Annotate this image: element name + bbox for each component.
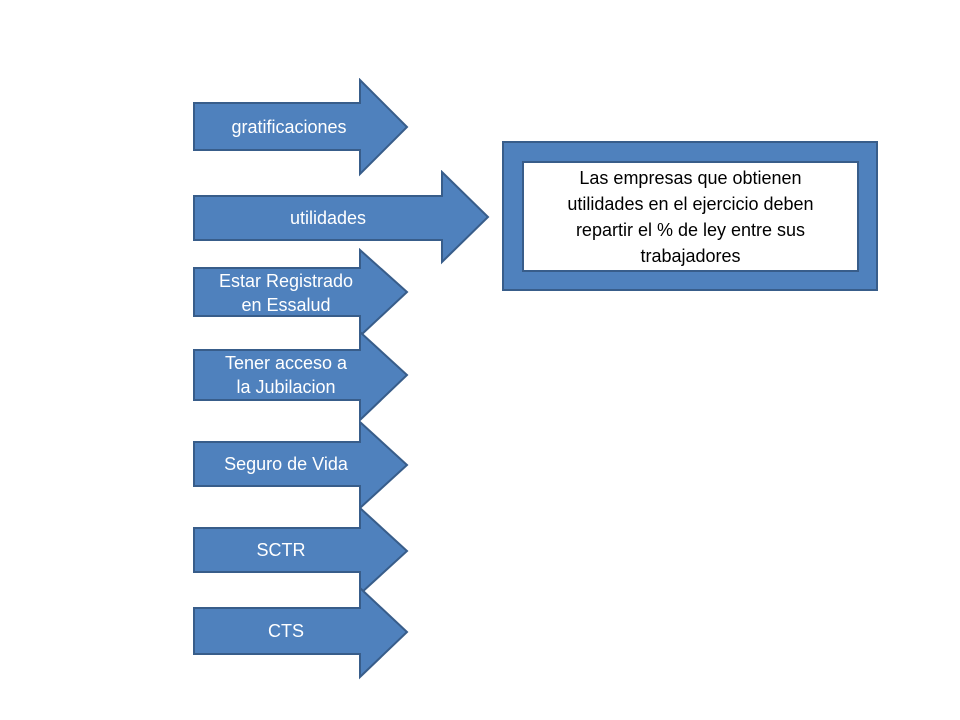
arrow-label-cts: CTS — [268, 621, 304, 641]
arrow-label-utilidades: utilidades — [289, 208, 367, 228]
arrow-label-essalud: Estar Registrado en Essalud — [218, 271, 354, 315]
arrow-sctr — [193, 506, 409, 596]
arrow-label-seguro-de-vida: Seguro de Vida — [224, 454, 348, 474]
arrow-essalud — [193, 248, 409, 338]
arrow-label-gratificaciones: gratificaciones — [231, 117, 347, 137]
callout-text: Las empresas que obtienen utilidades en … — [567, 167, 814, 266]
arrow-seguro-de-vida — [193, 420, 409, 510]
callout-box: Las empresas que obtienen utilidades en … — [522, 161, 859, 272]
arrow-label-jubilacion: Tener acceso a la Jubilacion — [224, 353, 348, 397]
arrow-gratificaciones — [193, 78, 409, 177]
arrow-utilidades — [193, 170, 490, 265]
arrow-cts — [193, 586, 409, 680]
arrow-jubilacion — [193, 330, 409, 422]
arrow-label-sctr: SCTR — [256, 540, 306, 560]
